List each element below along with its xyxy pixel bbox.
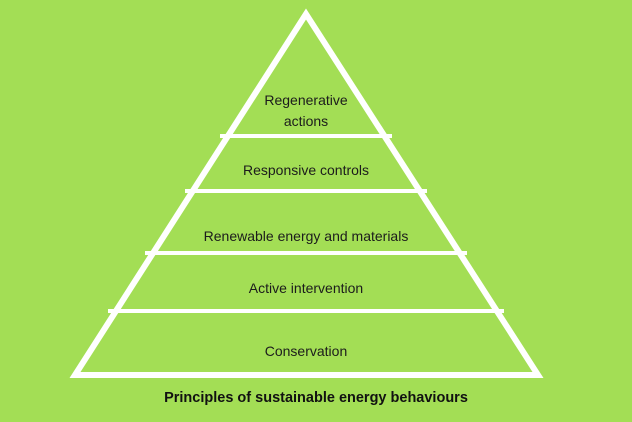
level-regenerative-line1: Regenerative	[264, 92, 348, 108]
pyramid-outline	[69, 8, 544, 378]
level-responsive-controls: Responsive controls	[242, 162, 370, 178]
level-conservation: Conservation	[264, 343, 348, 359]
level-active-intervention: Active intervention	[248, 280, 364, 296]
level-renewable-energy: Renewable energy and materials	[203, 228, 409, 244]
diagram-title: Principles of sustainable energy behavio…	[164, 390, 468, 406]
level-regenerative-line2: actions	[283, 113, 329, 129]
